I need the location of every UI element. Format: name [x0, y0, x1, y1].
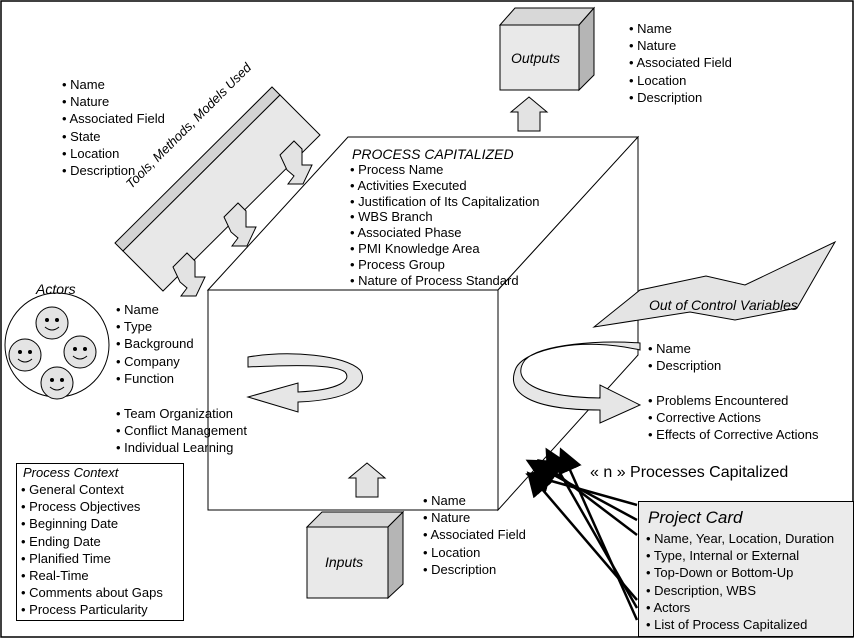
- context-item: • Planified Time: [21, 550, 111, 566]
- actors-item: • Function: [116, 370, 175, 386]
- variables-bolt: [592, 240, 837, 328]
- variables-label: Out of Control Variables: [649, 297, 798, 313]
- project-card-item: • Name, Year, Location, Duration: [646, 531, 835, 546]
- outputs-item: • Associated Field: [629, 55, 732, 71]
- process-context-title: Process Context: [23, 465, 119, 480]
- actors-circle: [4, 292, 110, 400]
- team-attribute-list: • Team Organization • Conflict Management…: [116, 405, 247, 457]
- actors-attribute-list: • Name • Type• Background• Company• Funct…: [116, 301, 194, 387]
- problems-item: • Problems Encountered: [648, 393, 789, 408]
- right-curved-arrow: [513, 341, 642, 424]
- tools-bar: [114, 86, 321, 292]
- process-item: • Nature of Process Standard: [350, 272, 519, 288]
- tools-item: • Name: [62, 77, 105, 92]
- process-title: PROCESS CAPITALIZED: [352, 146, 514, 162]
- actors-item: • Company: [116, 353, 180, 369]
- left-curved-arrow: [246, 353, 363, 413]
- inputs-item: • Location: [423, 544, 481, 560]
- actors-item: • Type: [116, 319, 153, 335]
- process-attribute-list: • Process Name• Activities Executed• Jus…: [350, 162, 540, 288]
- context-item: • Process Particularity: [21, 602, 148, 618]
- outputs-item: • Description: [629, 89, 703, 105]
- problems-attribute-list: • Problems Encountered • Corrective Actio…: [648, 392, 819, 444]
- project-card-item: • Actors: [646, 599, 691, 615]
- tools-item: • Description: [62, 163, 136, 179]
- inputs-label: Inputs: [325, 554, 364, 570]
- tools-item: • Nature: [62, 94, 110, 110]
- inputs-cube: [305, 510, 405, 600]
- variables-item: • Name: [648, 341, 691, 356]
- project-card-title: Project Card: [648, 508, 743, 527]
- problems-item: • Corrective Actions: [648, 410, 761, 426]
- project-card-box: Project Card • Name, Year, Location, Dur…: [638, 501, 854, 637]
- inputs-item: • Name: [423, 493, 466, 508]
- n-processes-label: « n » Processes Capitalized: [590, 464, 789, 481]
- inputs-item: • Description: [423, 561, 497, 577]
- tools-item: • State: [62, 128, 101, 144]
- process-item: • Process Group: [350, 256, 445, 272]
- context-item: • Process Objectives: [21, 499, 141, 515]
- outputs-cube: [498, 6, 596, 92]
- inputs-item: • Associated Field: [423, 527, 526, 543]
- process-item: • PMI Knowledge Area: [350, 240, 480, 256]
- actors-item: • Background: [116, 336, 194, 352]
- team-item: • Conflict Management: [116, 423, 248, 439]
- process-item: • Process Name: [350, 162, 444, 177]
- inputs-attribute-list: • Name • Nature• Associated Field• Locati…: [423, 492, 526, 578]
- project-card-item: • Type, Internal or External: [646, 548, 800, 564]
- output-up-arrow: [509, 96, 549, 132]
- tools-down-arrows: [172, 140, 313, 297]
- context-item: • Ending Date: [21, 533, 101, 549]
- project-card-list: • Name, Year, Location, Duration • Type, …: [646, 530, 834, 633]
- tools-item: • Associated Field: [62, 111, 165, 127]
- project-card-arrows: [525, 447, 639, 621]
- team-item: • Individual Learning: [116, 440, 234, 456]
- variables-item: • Description: [648, 358, 722, 374]
- outputs-label: Outputs: [511, 50, 561, 66]
- smiley-faces: [17, 318, 88, 391]
- project-card-item: • List of Process Capitalized: [646, 617, 808, 633]
- project-card-item: • Description, WBS: [646, 582, 757, 598]
- context-item: • Comments about Gaps: [21, 585, 163, 601]
- outputs-item: • Name: [629, 21, 672, 36]
- input-up-arrow: [347, 462, 387, 498]
- actors-item: • Name: [116, 302, 159, 317]
- project-card-item: • Top-Down or Bottom-Up: [646, 565, 794, 581]
- problems-item: • Effects of Corrective Actions: [648, 427, 819, 443]
- process-context-list: • General Context • Process Objectives• B…: [21, 481, 163, 619]
- actors-label: Actors: [36, 281, 76, 297]
- context-item: • Beginning Date: [21, 516, 119, 532]
- context-item: • General Context: [21, 482, 124, 497]
- process-item: • Justification of Its Capitalization: [350, 193, 540, 209]
- process-item: • WBS Branch: [350, 209, 433, 225]
- outputs-item: • Location: [629, 72, 687, 88]
- context-item: • Real-Time: [21, 568, 89, 584]
- team-item: • Team Organization: [116, 406, 234, 421]
- variables-attribute-list: • Name • Description: [648, 340, 721, 374]
- outputs-attribute-list: • Name • Nature• Associated Field• Locati…: [629, 20, 732, 106]
- tools-attribute-list: • Name• Nature• Associated Field• State•…: [62, 76, 165, 179]
- process-item: • Associated Phase: [350, 225, 462, 241]
- process-context-box: Process Context • General Context • Proce…: [16, 463, 184, 621]
- process-item: • Activities Executed: [350, 177, 467, 193]
- outputs-item: • Nature: [629, 38, 677, 54]
- tools-item: • Location: [62, 145, 120, 161]
- inputs-item: • Nature: [423, 510, 471, 526]
